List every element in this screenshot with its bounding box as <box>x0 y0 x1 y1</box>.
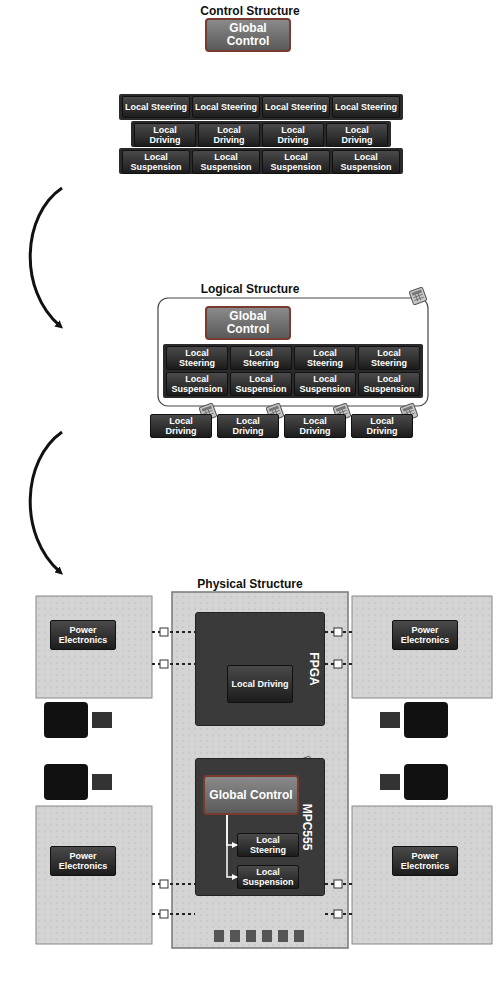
box-label: Local Suspension <box>233 374 289 394</box>
box-label: Local Driving <box>329 125 385 145</box>
box-label: Local Suspension <box>265 152 327 172</box>
box-label: Local Steering <box>335 102 397 112</box>
box-label: Local Suspension <box>240 867 296 887</box>
box-label: Local Steering <box>125 102 187 112</box>
box-label: Power Electronics <box>395 625 455 645</box>
chip-board: MPC555 Global ControlLocal SteeringLocal … <box>195 758 325 896</box>
control-box: Local Steering <box>358 346 420 370</box>
global-control-box: Global Control <box>205 306 291 340</box>
box-label: Local Steering <box>361 348 417 368</box>
chip-label: FPGA <box>307 652 320 685</box>
control-box: Local Suspension <box>358 372 420 396</box>
control-box: Power Electronics <box>50 846 116 876</box>
box-label: Local Steering <box>240 835 296 855</box>
control-box: Local Suspension <box>294 372 356 396</box>
chip-label: MPC555 <box>300 804 313 851</box>
section-title: Control Structure <box>200 4 299 18</box>
control-box: Local Driving <box>217 414 279 438</box>
box-label: Power Electronics <box>53 625 113 645</box>
control-box: Local Suspension <box>237 865 299 889</box>
box-label: Local Driving <box>354 416 410 436</box>
box-label: Local Suspension <box>195 152 257 172</box>
box-label: Global Control <box>209 789 292 802</box>
control-box: Power Electronics <box>392 620 458 650</box>
box-label: Local Driving <box>220 416 276 436</box>
control-box: Local Steering <box>122 96 190 118</box>
control-box: Local Driving <box>198 123 260 147</box>
box-label: Local Driving <box>201 125 257 145</box>
box-label: Local Suspension <box>335 152 397 172</box>
control-box: Local Steering <box>237 833 299 857</box>
control-box: Local Steering <box>294 346 356 370</box>
box-label: Local Suspension <box>297 374 353 394</box>
control-box: Power Electronics <box>392 846 458 876</box>
control-box: Local Suspension <box>166 372 228 396</box>
control-box: Local Steering <box>262 96 330 118</box>
control-box: Local Driving <box>150 414 212 438</box>
box-label: Local Driving <box>265 125 321 145</box>
box-label: Local Steering <box>233 348 289 368</box>
section-title: Logical Structure <box>201 282 300 296</box>
box-label: Global Control <box>211 22 285 48</box>
control-box: Local Driving <box>351 414 413 438</box>
global-control-box: Global Control <box>205 18 291 52</box>
box-label: Global Control <box>211 310 285 336</box>
control-box: Local Suspension <box>230 372 292 396</box>
section-title: Physical Structure <box>197 577 302 591</box>
box-label: Local Suspension <box>169 374 225 394</box>
control-box: Local Driving <box>262 123 324 147</box>
control-box: Local Steering <box>192 96 260 118</box>
box-label: Local Driving <box>287 416 343 436</box>
box-label: Local Driving <box>231 679 288 689</box>
control-box: Local Driving <box>284 414 346 438</box>
box-label: Local Suspension <box>361 374 417 394</box>
box-label: Local Steering <box>297 348 353 368</box>
global-control-box: Global Control <box>203 775 299 815</box>
control-box: Local Suspension <box>122 150 190 174</box>
control-box: Local Steering <box>230 346 292 370</box>
control-box: Local Driving <box>227 665 293 703</box>
control-box: Local Steering <box>332 96 400 118</box>
box-label: Local Driving <box>153 416 209 436</box>
control-box: Power Electronics <box>50 620 116 650</box>
box-label: Local Steering <box>265 102 327 112</box>
box-label: Local Steering <box>195 102 257 112</box>
box-label: Local Steering <box>169 348 225 368</box>
box-label: Local Driving <box>137 125 193 145</box>
chip-board: FPGA Local Driving <box>195 612 325 726</box>
control-box: Local Suspension <box>332 150 400 174</box>
control-box: Local Steering <box>166 346 228 370</box>
control-box: Local Driving <box>134 123 196 147</box>
control-box: Local Suspension <box>262 150 330 174</box>
box-label: Local Suspension <box>125 152 187 172</box>
box-label: Power Electronics <box>395 851 455 871</box>
box-label: Power Electronics <box>53 851 113 871</box>
control-box: Local Driving <box>326 123 388 147</box>
control-box: Local Suspension <box>192 150 260 174</box>
